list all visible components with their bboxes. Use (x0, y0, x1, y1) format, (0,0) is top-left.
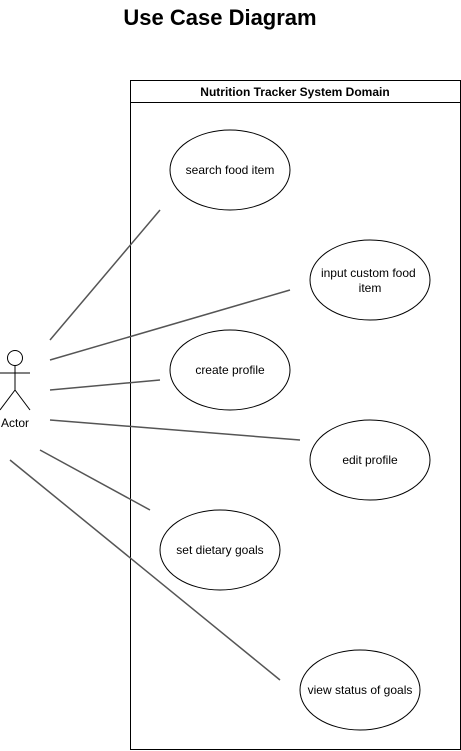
use-case-label: edit profile (342, 453, 398, 467)
use-case-label: view status of goals (308, 683, 413, 697)
use-case-label: create profile (195, 363, 265, 377)
use-case-label: search food item (186, 163, 275, 177)
system-boundary[interactable]: Nutrition Tracker System Domain (130, 80, 461, 750)
use-case-search-food-item[interactable]: search food item (169, 129, 291, 211)
actor[interactable] (0, 350, 31, 411)
system-boundary-title: Nutrition Tracker System Domain (200, 85, 389, 99)
association-set-dietary-goals[interactable] (39, 449, 151, 511)
association-create-profile[interactable] (49, 379, 161, 391)
use-case-input-custom-food-item[interactable]: input custom food item (309, 239, 431, 321)
association-input-custom-food-item[interactable] (49, 289, 291, 361)
use-case-view-status-of-goals[interactable]: view status of goals (299, 649, 421, 731)
use-case-set-dietary-goals[interactable]: set dietary goals (159, 509, 281, 591)
association-edit-profile[interactable] (49, 419, 301, 441)
association-search-food-item[interactable] (49, 209, 161, 341)
diagram-title: Use Case Diagram (123, 5, 317, 30)
association-view-status-of-goals[interactable] (9, 459, 281, 681)
actor-left-leg (0, 389, 16, 411)
use-case-label: input custom food item (321, 266, 419, 295)
use-case-label: set dietary goals (176, 543, 263, 557)
use-case-create-profile[interactable]: create profile (169, 329, 291, 411)
actor-right-leg (14, 389, 31, 411)
use-case-edit-profile[interactable]: edit profile (309, 419, 431, 501)
actor-label: Actor (1, 416, 29, 430)
associations (9, 209, 301, 681)
actor-head (7, 350, 23, 366)
